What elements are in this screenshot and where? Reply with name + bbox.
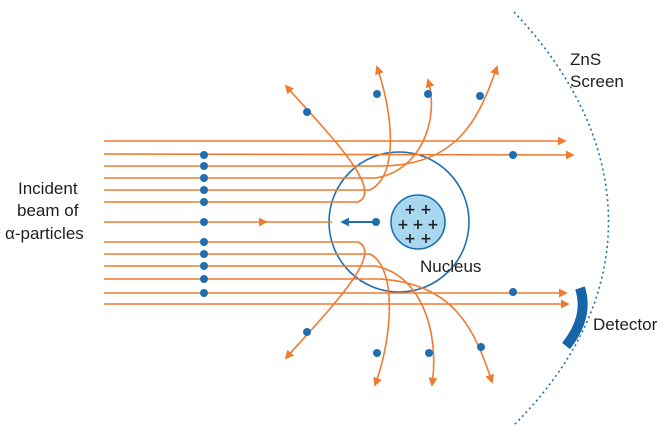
positive-charge-symbol: + [397,217,409,233]
alpha-particle [424,90,432,98]
screen-label-line2: Screen [570,72,624,91]
incident-beam-label-line2: beam of [17,201,79,220]
alpha-particle [200,250,208,258]
nucleus [390,194,446,250]
alpha-particle [200,218,208,226]
alpha-particle [200,198,208,206]
upper-deflected-tracks [104,65,499,203]
alpha-particle [200,186,208,194]
alpha-track [104,253,391,387]
alpha-particle [373,349,381,357]
zns-screen-arc [513,11,610,426]
alpha-track [104,65,499,167]
positive-charge-symbol: + [420,202,432,218]
alpha-particle [509,151,517,159]
alpha-particle [200,174,208,182]
alpha-track [104,84,366,203]
alpha-particle [200,151,208,159]
alpha-particle [303,108,311,116]
alpha-track [104,241,366,360]
positive-charge-symbol: + [427,217,439,233]
alpha-particle [303,328,311,336]
positive-charge-symbol: + [404,202,416,218]
alpha-particle [477,343,485,351]
alpha-particle [200,289,208,297]
alpha-particle [372,218,380,226]
positive-charge-symbol: + [412,217,424,233]
alpha-track [104,78,435,179]
alpha-particles [200,90,517,357]
detector-plate [562,286,588,350]
alpha-particle [509,288,517,296]
alpha-particle [476,92,484,100]
incident-beam-label-line1: Incident [18,179,78,198]
nucleus-label: Nucleus [420,257,481,276]
alpha-track [104,265,438,387]
alpha-particle [200,162,208,170]
screen-label-line1: ZnS [570,50,601,69]
alpha-track [103,150,575,160]
alpha-particle [200,238,208,246]
labels: Incident beam of α-particles ZnS Screen … [5,50,658,334]
alpha-particle [200,262,208,270]
alpha-particle [373,90,381,98]
alpha-track [104,65,392,191]
incident-beam-label-line3: α-particles [5,224,84,243]
alpha-track [104,278,495,384]
lower-deflected-tracks [104,241,495,387]
alpha-particle [200,275,208,283]
straight-tracks [103,136,575,309]
positive-charge-symbol: + [404,231,416,247]
nucleus-charges: + + + + + + + [397,202,439,247]
alpha-particle [425,349,433,357]
positive-charge-symbol: + [420,231,432,247]
detector-label: Detector [593,315,658,334]
